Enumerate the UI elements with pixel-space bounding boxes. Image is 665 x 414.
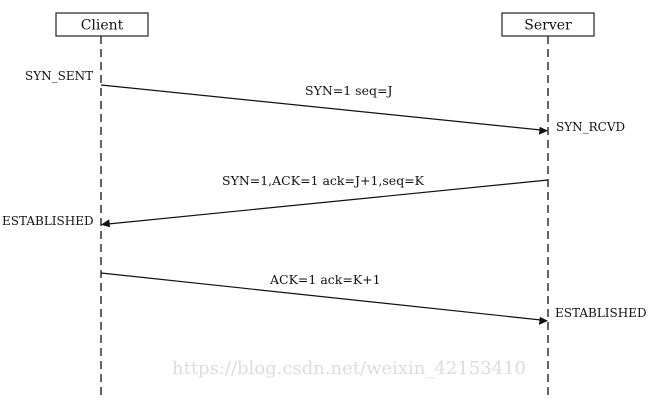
ack-message: ACK=1 ack=K+1: [100, 272, 548, 325]
ack-arrowhead: [539, 316, 548, 325]
client-state-syn-sent: SYN_SENT: [25, 69, 93, 83]
syn-ack-label: SYN=1,ACK=1 ack=J+1,seq=K: [222, 173, 425, 188]
server-label: Server: [524, 18, 572, 34]
watermark: https://blog.csdn.net/weixin_42153410: [172, 358, 526, 379]
syn-message: SYN=1 seq=J: [100, 83, 548, 135]
server-participant-box: Server: [501, 12, 595, 37]
client-participant-box: Client: [55, 12, 149, 37]
client-label: Client: [81, 18, 124, 34]
server-state-established: ESTABLISHED: [555, 306, 647, 320]
ack-label: ACK=1 ack=K+1: [269, 272, 381, 287]
syn-ack-arrowhead: [101, 219, 110, 228]
client-state-established: ESTABLISHED: [2, 214, 94, 228]
syn-ack-message: SYN=1,ACK=1 ack=J+1,seq=K: [101, 173, 549, 228]
syn-label: SYN=1 seq=J: [305, 83, 392, 98]
server-state-syn-rcvd: SYN_RCVD: [556, 120, 625, 134]
syn-arrowhead: [538, 126, 548, 135]
